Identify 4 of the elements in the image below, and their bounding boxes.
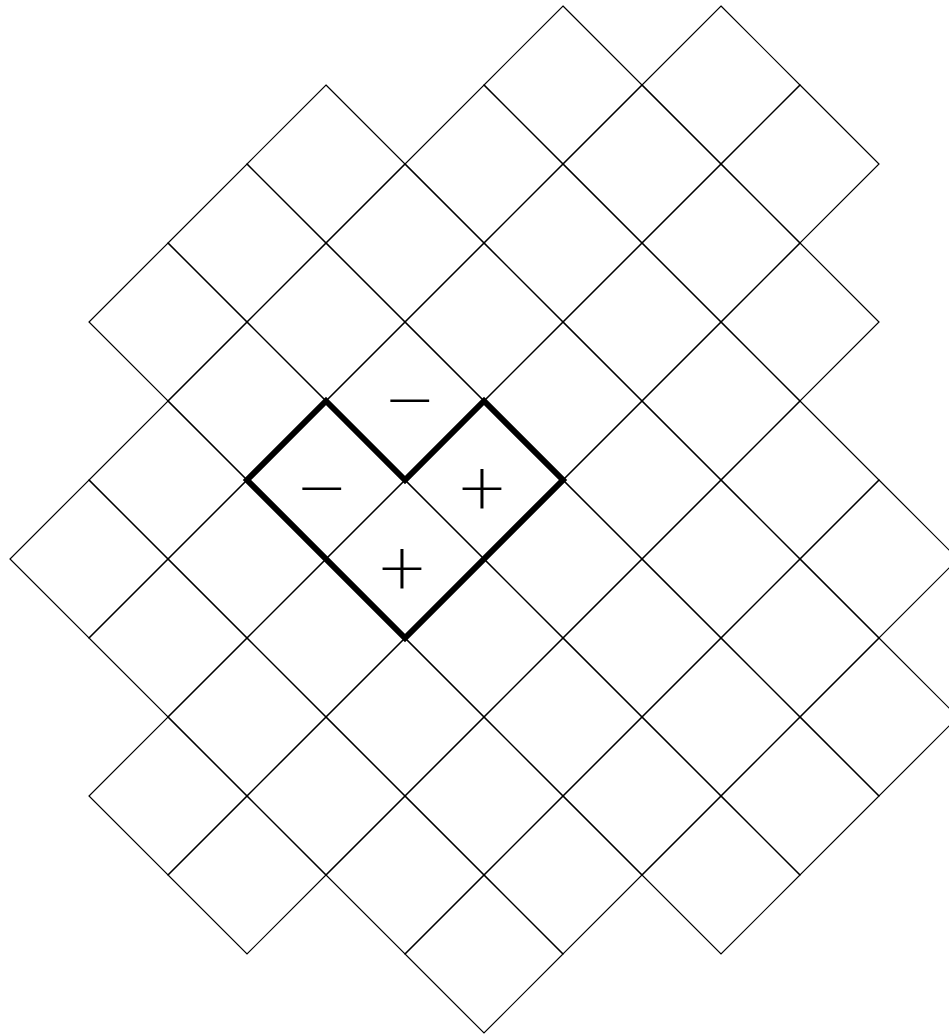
- sign-label: −: [384, 368, 436, 430]
- sign-label: +: [376, 536, 428, 598]
- sign-label: +: [456, 456, 508, 518]
- sign-label: −: [296, 456, 348, 518]
